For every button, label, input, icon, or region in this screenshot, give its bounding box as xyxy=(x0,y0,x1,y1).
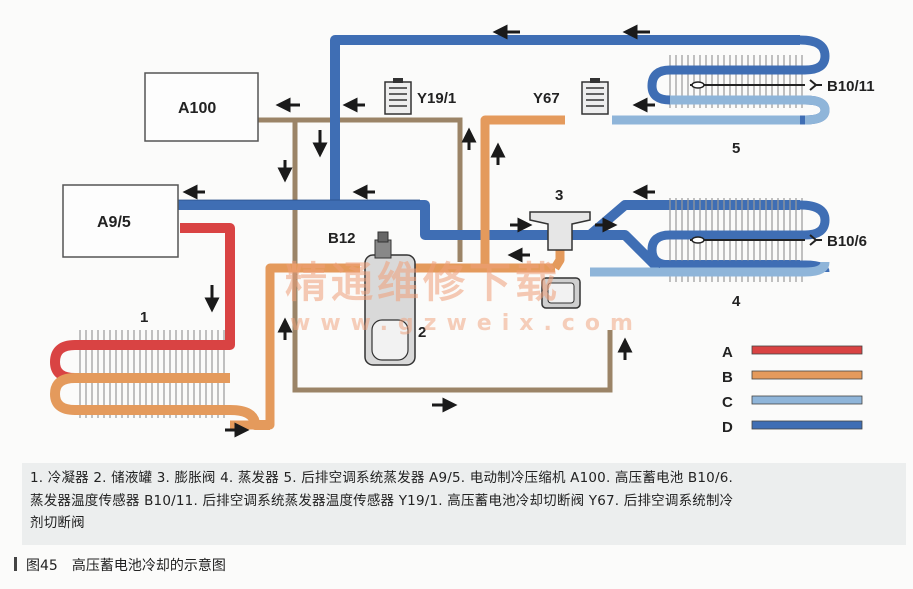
label-a9-5: A9/5 xyxy=(97,214,131,231)
evaporator-4 xyxy=(647,198,830,282)
figure-marker xyxy=(14,557,17,571)
caption-text: 1. 冷凝器 2. 储液罐 3. 膨胀阀 4. 蒸发器 5. 后排空调系统蒸发器… xyxy=(30,467,902,535)
legend-item-a: A xyxy=(722,344,863,361)
box-a9-5 xyxy=(62,184,179,258)
brown-branch-line xyxy=(258,117,613,393)
label-y19-1: Y19/1 xyxy=(417,90,456,107)
figure-title: 图45 高压蓄电池冷却的示意图 xyxy=(26,555,240,575)
label-y67: Y67 xyxy=(533,90,560,107)
legend: A B C D xyxy=(722,344,863,436)
legend-item-b: B xyxy=(722,369,863,386)
shutoff-valve-y67 xyxy=(581,78,609,115)
box-a100 xyxy=(144,72,259,142)
watermark-chinese: 精通维修下载 xyxy=(285,258,561,307)
label-b10-11: B10/11 xyxy=(827,78,875,95)
condenser-1 xyxy=(50,223,270,430)
caption-line-2: 蒸发器温度传感器 B10/11. 后排空调系统蒸发器温度传感器 Y19/1. 高… xyxy=(30,492,734,509)
label-evaporator-4: 4 xyxy=(732,293,741,310)
label-receiver-2: 2 xyxy=(418,324,426,341)
receiver-drier-2 xyxy=(364,231,416,366)
legend-label-b: B xyxy=(722,369,733,386)
legend-item-d: D xyxy=(722,419,863,436)
watermark-url: www.gzweix.com xyxy=(290,311,643,336)
label-condenser-1: 1 xyxy=(140,309,148,326)
legend-label-c: C xyxy=(722,394,733,411)
figure-title-text: 高压蓄电池冷却的示意图 xyxy=(71,558,226,574)
shutoff-valve-y19-1 xyxy=(384,78,412,115)
flow-arrows xyxy=(182,24,655,438)
legend-label-d: D xyxy=(722,419,733,436)
label-b12: B12 xyxy=(328,230,356,247)
line-c-expansion xyxy=(590,115,800,277)
caption-line-1: 1. 冷凝器 2. 储液罐 3. 膨胀阀 4. 蒸发器 5. 后排空调系统蒸发器… xyxy=(30,470,733,486)
expansion-valve-3 xyxy=(529,211,591,309)
caption-line-3: 剂切断阀 xyxy=(30,515,85,531)
figure-number: 图45 xyxy=(26,558,58,574)
label-b10-6: B10/6 xyxy=(827,233,867,250)
label-valve-3: 3 xyxy=(555,187,563,204)
evaporator-5 xyxy=(647,35,830,125)
caption-box xyxy=(22,463,906,545)
label-evaporator-5: 5 xyxy=(732,140,740,157)
refrigerant-circuit-diagram: A B C D A100 A9/5 1 2 3 4 5 B12 Y19/1 Y6… xyxy=(50,24,875,438)
legend-label-a: A xyxy=(722,344,733,361)
label-a100: A100 xyxy=(178,100,216,117)
legend-item-c: C xyxy=(722,394,863,411)
